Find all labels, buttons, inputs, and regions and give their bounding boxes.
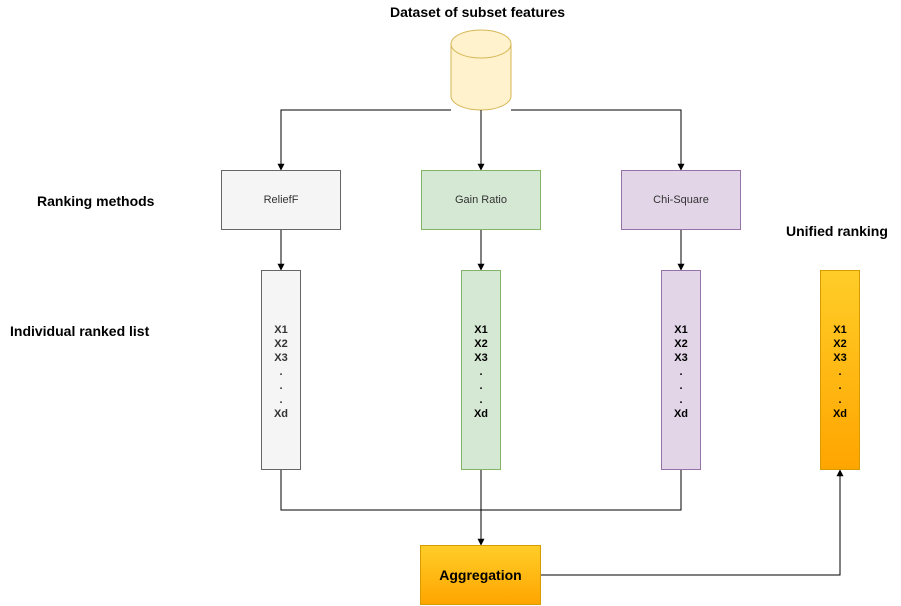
list-item: . <box>279 366 283 378</box>
list-item: . <box>279 394 283 406</box>
diagram-title: Dataset of subset features <box>390 4 566 20</box>
arrow-db-to-relieff <box>277 109 451 171</box>
list-item: . <box>479 366 483 378</box>
list-item: X2 <box>274 338 288 350</box>
list-item: Xd <box>473 408 489 420</box>
list-item: . <box>838 394 842 406</box>
list-item: X2 <box>474 338 488 350</box>
gain-ratio-box: Gain Ratio <box>421 170 541 230</box>
list-item: X3 <box>274 352 288 364</box>
list-item: X3 <box>674 352 688 364</box>
list-item: X1 <box>833 324 847 336</box>
unified-ranking-label: Unified ranking <box>786 223 888 239</box>
list-item: . <box>279 380 283 392</box>
list-item: . <box>479 394 483 406</box>
list-item: Xd <box>832 408 848 420</box>
list-item: X3 <box>474 352 488 364</box>
arrow-db-to-chi-square <box>511 109 685 171</box>
list-item: . <box>479 380 483 392</box>
relieff-box: ReliefF <box>221 170 341 230</box>
relieff-ranked-list: X1 X2 X3 . . . Xd <box>261 270 301 470</box>
list-item: X2 <box>833 338 847 350</box>
list-item: . <box>838 366 842 378</box>
unified-ranked-list: X1 X2 X3 . . . Xd <box>820 270 860 470</box>
database-icon <box>450 29 512 111</box>
list-item: X3 <box>833 352 847 364</box>
chi-square-ranked-list: X1 X2 X3 . . . Xd <box>661 270 701 470</box>
list-item: Xd <box>273 408 289 420</box>
arrow-aggregation-to-unified <box>540 469 844 576</box>
ranking-methods-label: Ranking methods <box>37 193 155 209</box>
gain-ratio-ranked-list: X1 X2 X3 . . . Xd <box>461 270 501 470</box>
list-item: . <box>679 394 683 406</box>
list-item: X1 <box>474 324 488 336</box>
list-item: Xd <box>673 408 689 420</box>
individual-ranked-list-label: Individual ranked list <box>10 323 150 339</box>
list-item: . <box>838 380 842 392</box>
list-item: . <box>679 380 683 392</box>
aggregation-box: Aggregation <box>420 545 541 605</box>
list-item: . <box>679 366 683 378</box>
list-item: X2 <box>674 338 688 350</box>
list-item: X1 <box>274 324 288 336</box>
chi-square-box: Chi-Square <box>621 170 741 230</box>
list-item: X1 <box>674 324 688 336</box>
